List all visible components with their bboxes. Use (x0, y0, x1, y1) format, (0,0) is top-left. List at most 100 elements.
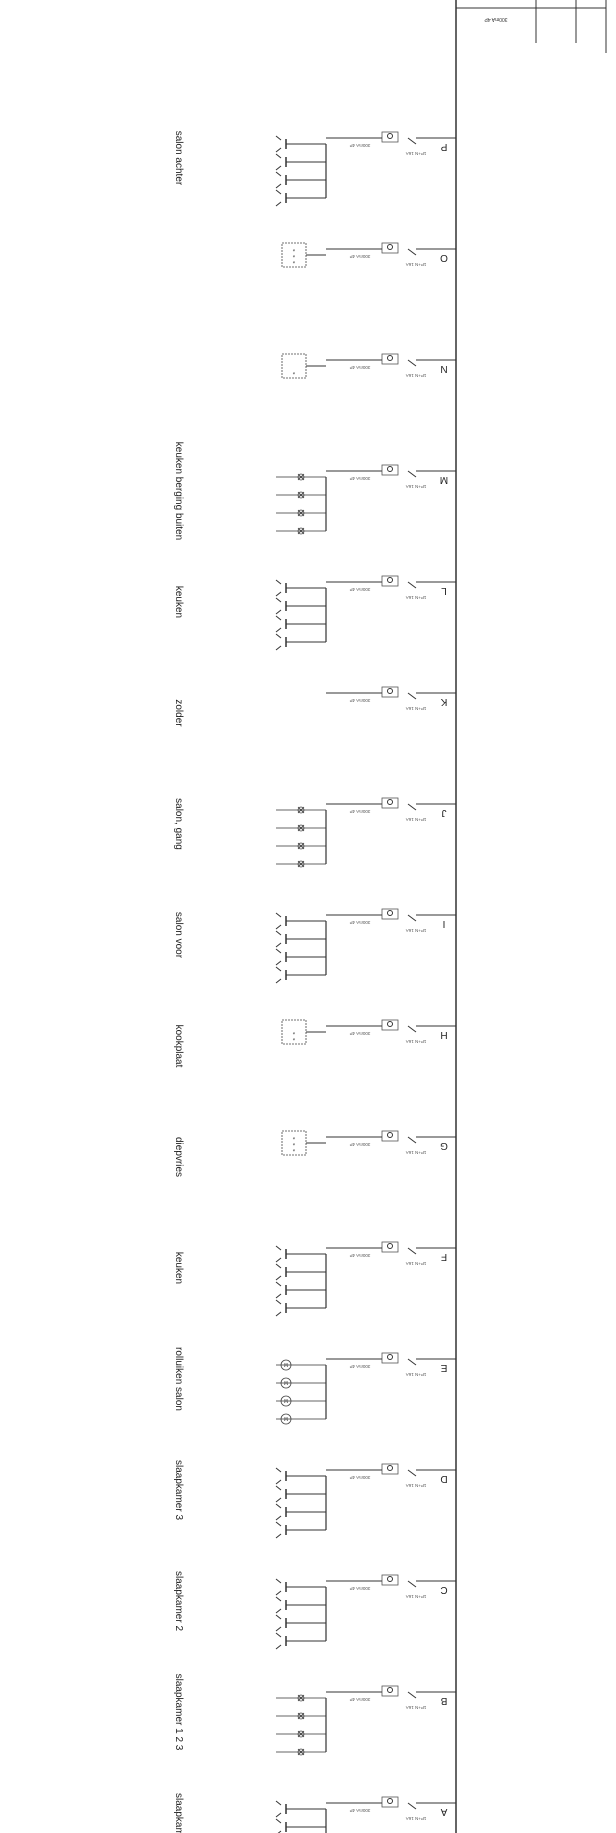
breaker-terminal (387, 1687, 393, 1693)
lamp-icon (297, 842, 305, 850)
socket-icon (275, 912, 282, 918)
room-label: kookplaat (173, 1025, 184, 1068)
circuit-letter: D (440, 1473, 447, 1484)
breaker-e (326, 1352, 431, 1366)
breaker-contact (407, 248, 417, 256)
lamp-icon (297, 491, 305, 499)
breaker-box (381, 353, 399, 365)
circuit-letter: C (440, 1584, 447, 1595)
circuit-f: F 1P+N 16A 300mA 4P keuken (173, 1241, 456, 1317)
socket-icon (275, 189, 282, 195)
supply-section: 300mA 4P (455, 0, 607, 53)
socket-icon (275, 1533, 282, 1539)
breaker-contact (407, 692, 417, 700)
mcb-rating: 1P+N 16A (406, 1594, 427, 1599)
rcd-rating-label: 300mA 4P (484, 16, 508, 22)
socket-icon (275, 147, 282, 153)
room-label: slaapkamer 2 (173, 1571, 184, 1631)
mcb-rating: 1P+N 16A (406, 706, 427, 711)
breaker-terminal (387, 133, 393, 139)
loads-g: *** (281, 1130, 326, 1156)
mcb-rating: 1P+N 16A (406, 1039, 427, 1044)
breaker-l (326, 575, 431, 589)
socket-icon (275, 645, 282, 651)
cable-spec: 300mA 4P (350, 1586, 371, 1591)
socket-icon (275, 978, 282, 984)
socket-icon (275, 1311, 282, 1317)
socket-icon (275, 1485, 282, 1491)
loads-d (275, 1467, 327, 1539)
circuit-letter: M (440, 474, 448, 485)
circuit-letter: F (441, 1251, 447, 1262)
cable-spec: 300mA 4P (350, 143, 371, 148)
breaker-contact (407, 914, 417, 922)
loads-f (275, 1245, 327, 1317)
breaker-a (326, 1796, 431, 1810)
cable-spec: 300mA 4P (350, 920, 371, 925)
lamp-icon (297, 824, 305, 832)
breaker-i (326, 908, 431, 922)
breaker-terminal (387, 466, 393, 472)
room-label: slaapkamer 1 2 3 (173, 1674, 184, 1751)
socket-icon (275, 165, 282, 171)
breaker-box (381, 242, 399, 254)
motor-icon: M (284, 1397, 288, 1403)
lamp-icon (297, 1748, 305, 1756)
mcb-rating: 1P+N 16A (406, 484, 427, 489)
appliance-icon: * (292, 1139, 295, 1145)
motor-icon (280, 1395, 292, 1407)
socket-icon (277, 1830, 282, 1833)
circuit-letter: J (442, 807, 447, 818)
cable-spec: 300mA 4P (350, 1697, 371, 1702)
breaker-box (381, 686, 399, 698)
motor-icon: M (284, 1379, 288, 1385)
loads-o: *** (281, 242, 326, 268)
breaker-box (381, 1796, 399, 1808)
loads-a (275, 1800, 327, 1833)
lamp-icon (297, 1694, 305, 1702)
socket-icon (275, 1800, 282, 1806)
cable-spec: 300mA 4P (350, 1253, 371, 1258)
socket-icon (275, 627, 282, 633)
socket-icon (275, 135, 282, 141)
socket-icon (275, 171, 282, 177)
socket-icon (275, 1479, 282, 1485)
room-label: rolluiken salon (173, 1347, 184, 1411)
appliance-icon: * (292, 1034, 295, 1040)
cable-spec: 300mA 4P (350, 1475, 371, 1480)
mcb-rating: 1P+N 16A (406, 262, 427, 267)
loads-c (275, 1578, 327, 1650)
socket-icon (275, 1644, 282, 1650)
room-label: keuken (173, 586, 184, 618)
loads-l (275, 579, 327, 651)
cable-spec: 300mA 4P (350, 1031, 371, 1036)
breaker-box (381, 464, 399, 476)
appliance-box (281, 242, 307, 268)
socket-icon (275, 153, 282, 159)
circuit-letter: P (440, 141, 447, 152)
circuit-letter: N (440, 363, 447, 374)
motor-icon: M (284, 1415, 288, 1421)
mcb-rating: 1P+N 16A (406, 1372, 427, 1377)
lamp-icon (297, 1694, 305, 1702)
breaker-terminal (387, 355, 393, 361)
lamp-icon (297, 824, 305, 832)
circuit-letter: A (440, 1806, 447, 1817)
socket-icon (275, 1497, 282, 1503)
room-label: keuken (173, 1252, 184, 1284)
cable-spec: 300mA 4P (350, 254, 371, 259)
socket-icon (275, 1596, 282, 1602)
breaker-contact (407, 1802, 417, 1810)
mcb-rating: 1P+N 16A (406, 1261, 427, 1266)
lamp-icon (297, 806, 305, 814)
appliance-icon: * (292, 1133, 295, 1139)
socket-icon (275, 609, 282, 615)
breaker-terminal (387, 910, 393, 916)
lamp-icon (297, 860, 305, 868)
